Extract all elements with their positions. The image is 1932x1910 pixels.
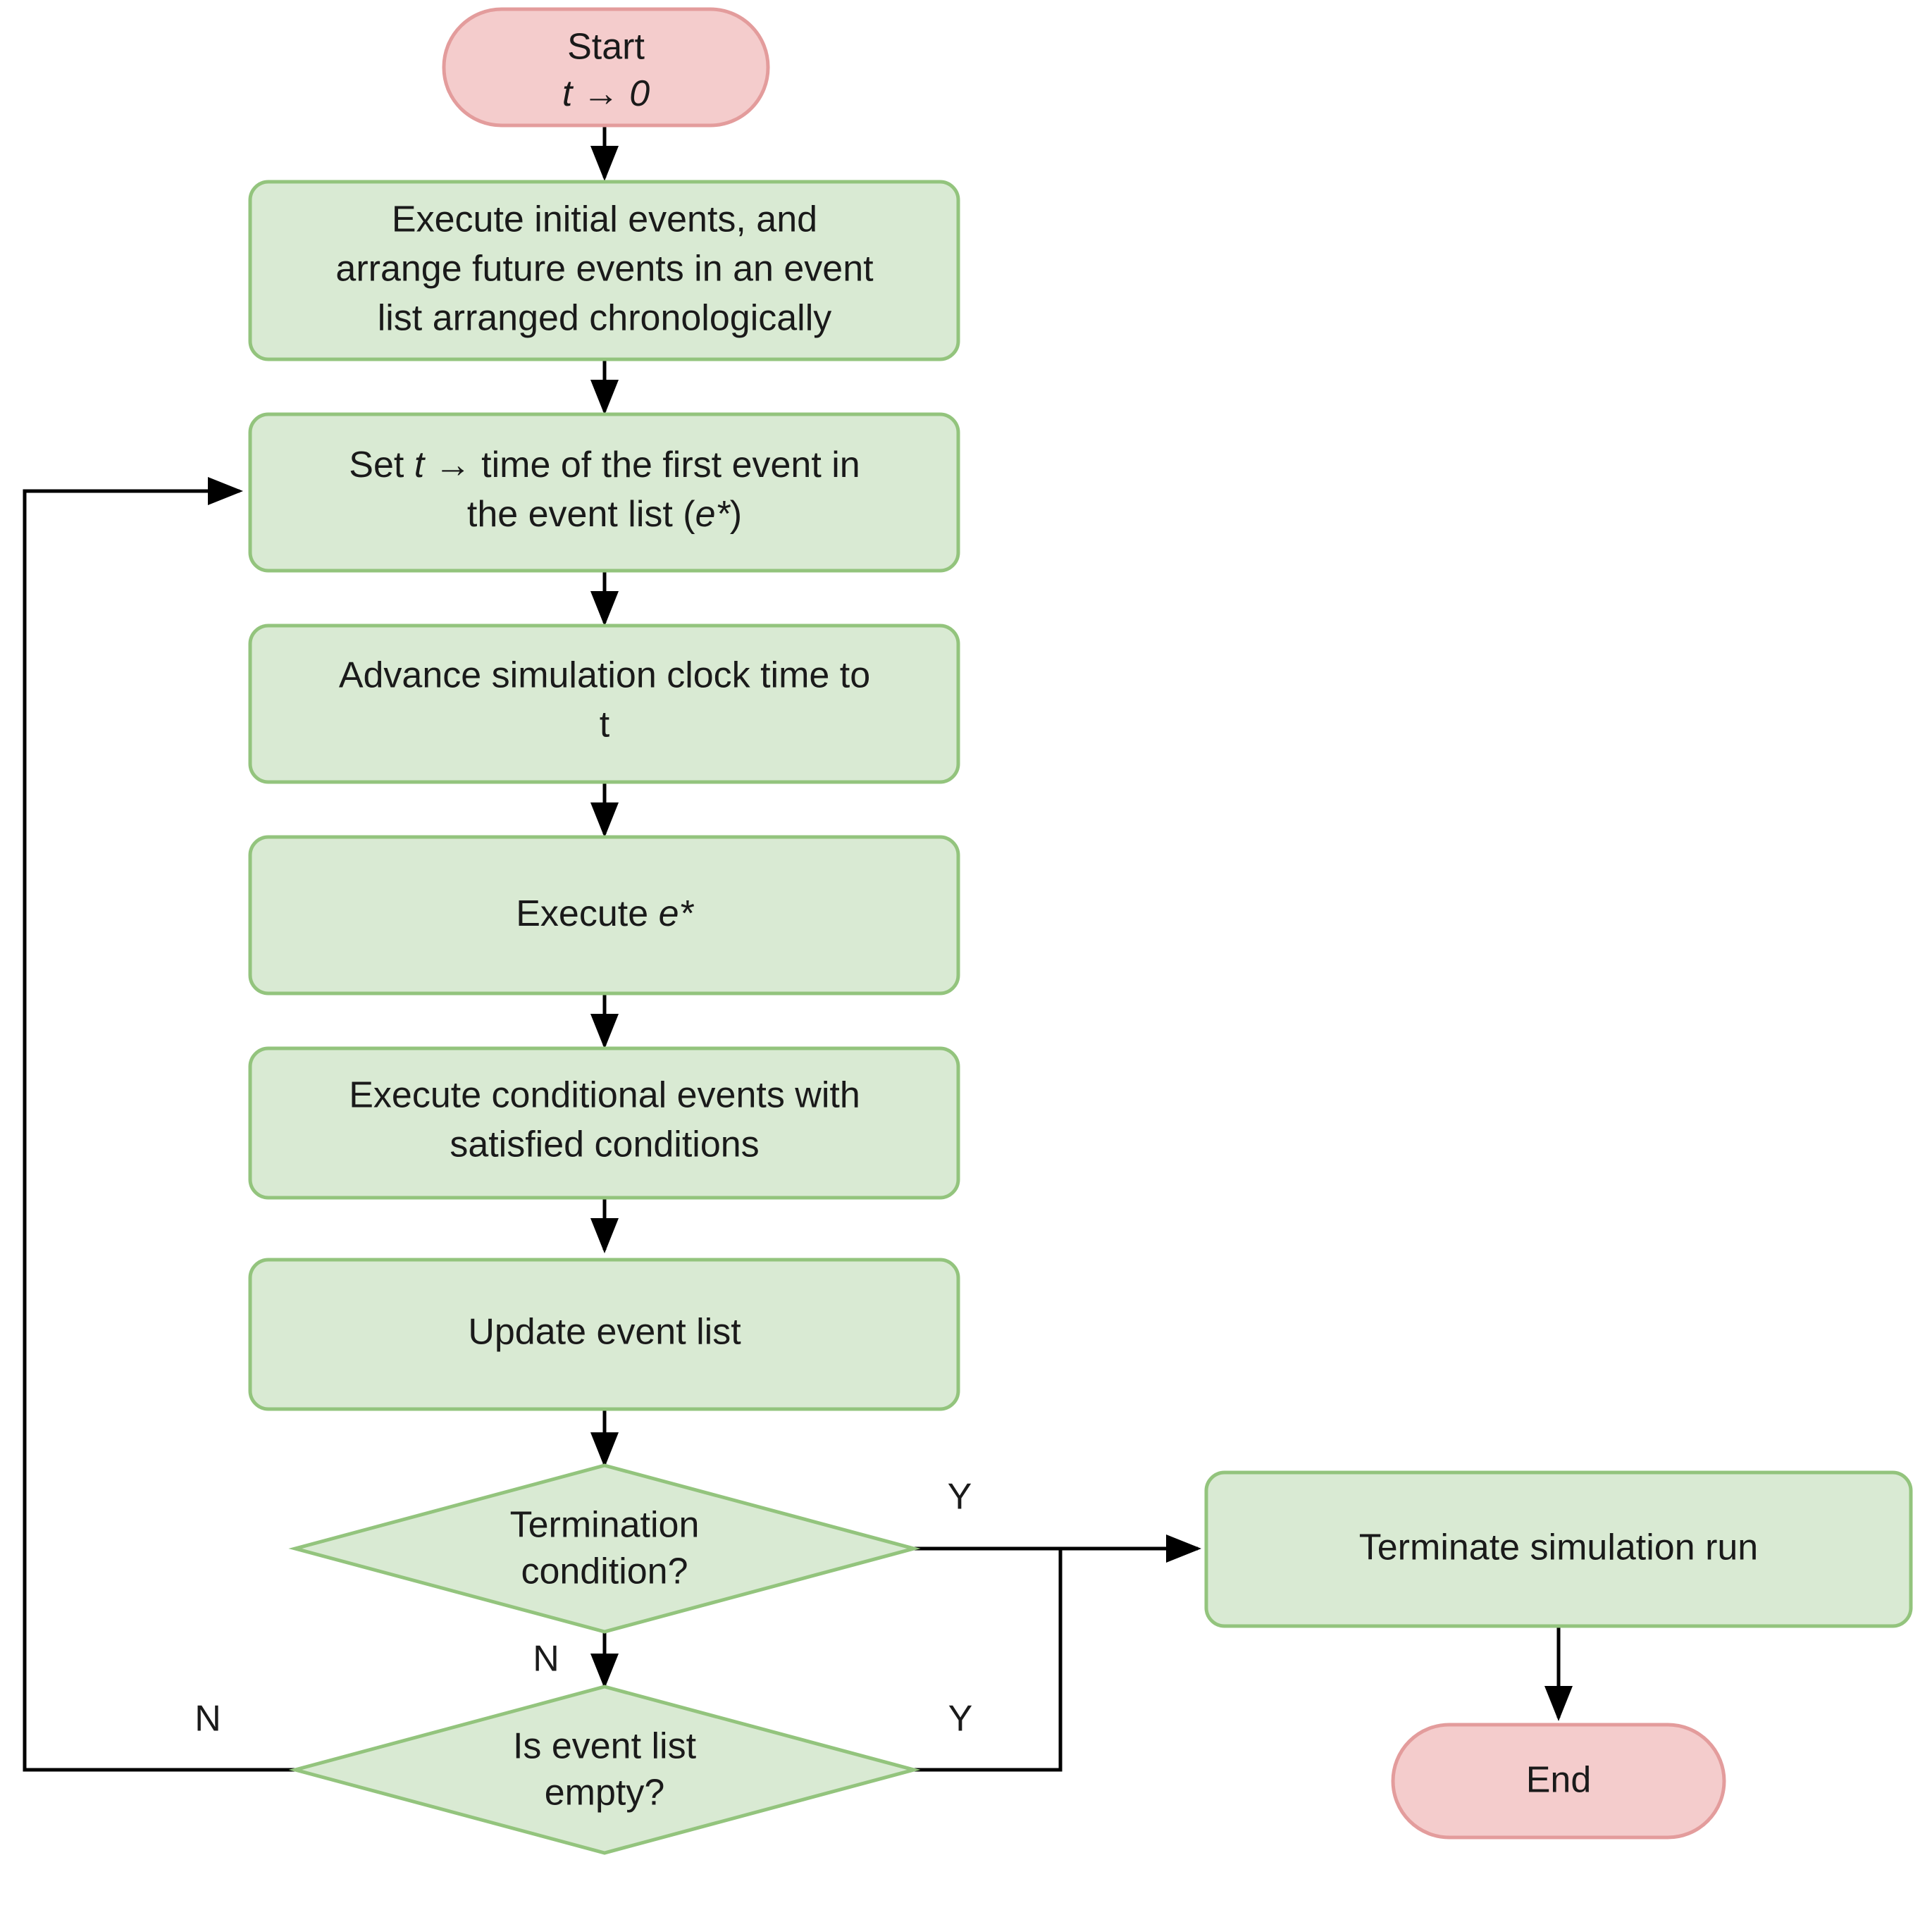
edge-empty-no-loopback	[23, 477, 295, 1772]
edge-label-empty-yes: Y	[948, 1699, 973, 1740]
set-time-line2: the event list (e*)	[467, 494, 742, 535]
conditional-events-line2: satisfied conditions	[450, 1124, 759, 1165]
edge-empty-yes-join	[914, 1549, 1063, 1772]
edge-label-termination-no: N	[533, 1639, 559, 1680]
edges-layer	[23, 125, 1573, 1772]
node-empty-decision[interactable]: Is event list empty?	[288, 1685, 921, 1855]
start-label-zero: 0	[629, 73, 650, 114]
terminate-run-label: Terminate simulation run	[1359, 1527, 1758, 1568]
set-time-estar: e*	[695, 494, 731, 535]
termination-decision-shape[interactable]	[288, 1463, 921, 1634]
advance-clock-line2: t	[600, 705, 610, 745]
edge-label-empty-no: N	[194, 1699, 221, 1740]
node-end[interactable]: End	[1391, 1723, 1726, 1840]
update-event-list-shape[interactable]	[248, 1258, 960, 1411]
start-shape[interactable]	[442, 7, 770, 128]
termination-decision-line2: condition?	[521, 1551, 688, 1592]
terminate-run-shape[interactable]	[1204, 1470, 1913, 1628]
node-set-time[interactable]: Set t → time of the first event in the e…	[248, 412, 960, 573]
node-terminate-run[interactable]: Terminate simulation run	[1204, 1470, 1913, 1628]
set-time-shape[interactable]	[248, 412, 960, 573]
node-execute-initial-events[interactable]: Execute initial events, and arrange futu…	[248, 180, 960, 361]
node-update-event-list[interactable]: Update event list	[248, 1258, 960, 1411]
start-label-line2: t → 0	[562, 73, 650, 114]
set-time-t: t	[414, 445, 426, 485]
edge-label-termination-yes: Y	[948, 1477, 972, 1518]
set-time-line1: Set t → time of the first event in	[349, 445, 860, 485]
start-label-line1: Start	[567, 27, 645, 68]
node-conditional-events[interactable]: Execute conditional events with satisfie…	[248, 1046, 960, 1200]
set-time-suffix: → time of the first event in	[424, 445, 860, 485]
termination-decision-line1: Termination	[510, 1505, 700, 1546]
start-label-t: t	[562, 73, 574, 114]
execute-initial-events-line1: Execute initial events, and	[392, 199, 817, 240]
empty-decision-line2: empty?	[545, 1773, 665, 1813]
execute-initial-events-line2: arrange future events in an event	[335, 249, 874, 290]
execute-initial-events-shape[interactable]	[248, 180, 960, 361]
node-termination-decision[interactable]: Termination condition?	[288, 1463, 921, 1634]
set-time-line2-prefix: the event list (	[467, 494, 695, 535]
node-start[interactable]: Start t → 0	[442, 7, 770, 128]
set-time-prefix: Set	[349, 445, 414, 485]
execute-estar-shape[interactable]	[248, 835, 960, 996]
end-shape[interactable]	[1391, 1723, 1726, 1840]
start-label-arrow: →	[572, 73, 629, 114]
update-event-list-label: Update event list	[468, 1312, 741, 1353]
conditional-events-line1: Execute conditional events with	[349, 1075, 860, 1116]
empty-decision-shape[interactable]	[288, 1685, 921, 1855]
conditional-events-shape[interactable]	[248, 1046, 960, 1200]
advance-clock-shape[interactable]	[248, 624, 960, 784]
end-label: End	[1526, 1760, 1592, 1801]
node-advance-clock[interactable]: Advance simulation clock time to t	[248, 624, 960, 784]
execute-estar-symbol: e*	[659, 893, 695, 934]
set-time-line2-suffix: )	[730, 494, 742, 535]
execute-estar-prefix: Execute	[516, 893, 658, 934]
edge-labels-layer: Y N Y N	[194, 1477, 972, 1740]
advance-clock-line1: Advance simulation clock time to	[339, 655, 870, 696]
node-execute-estar[interactable]: Execute e*	[248, 835, 960, 996]
execute-estar-label: Execute e*	[516, 893, 694, 934]
empty-decision-line1: Is event list	[513, 1726, 697, 1767]
execute-initial-events-line3: list arranged chronologically	[378, 298, 832, 339]
